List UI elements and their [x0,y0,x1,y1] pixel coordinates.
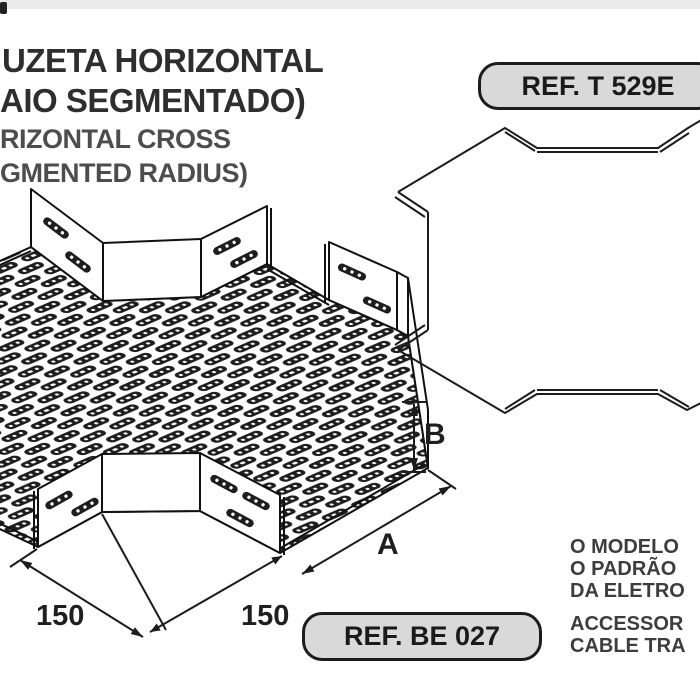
wall-slots [43,217,392,528]
note-line: O MODELO [570,536,679,558]
page-subtitle-line1: RIZONTAL CROSS [0,124,231,154]
scan-artifact [0,2,7,14]
note-line: ACCESSOR [570,613,684,635]
dim-height-label: B [424,418,446,451]
plan-view [394,119,700,414]
page-title-line1: UZETA HORIZONTAL [2,42,324,79]
page-title-line2: AIO SEGMENTADO) [0,82,306,119]
note-line: O PADRÃO [570,558,677,580]
dim-length-label: A [377,528,399,561]
ref-badge-bottom: REF. BE 027 [302,612,542,661]
scan-edge-strip [0,0,700,9]
notes-block-pt: O MODELO O PADRÃO DA ELETRO [570,536,685,602]
ref-badge-top: REF. T 529E [478,62,700,110]
dim-left-width-label: 150 [36,600,85,632]
note-line: CABLE TRA [570,635,686,657]
notes-block-en: ACCESSOR CABLE TRA [570,613,686,657]
dimension-lines [9,401,457,638]
note-line: DA ELETRO [570,580,685,602]
dim-right-width-label: 150 [241,600,290,632]
iso-walls [30,188,429,555]
page-subtitle-line2: GMENTED RADIUS) [0,158,248,188]
